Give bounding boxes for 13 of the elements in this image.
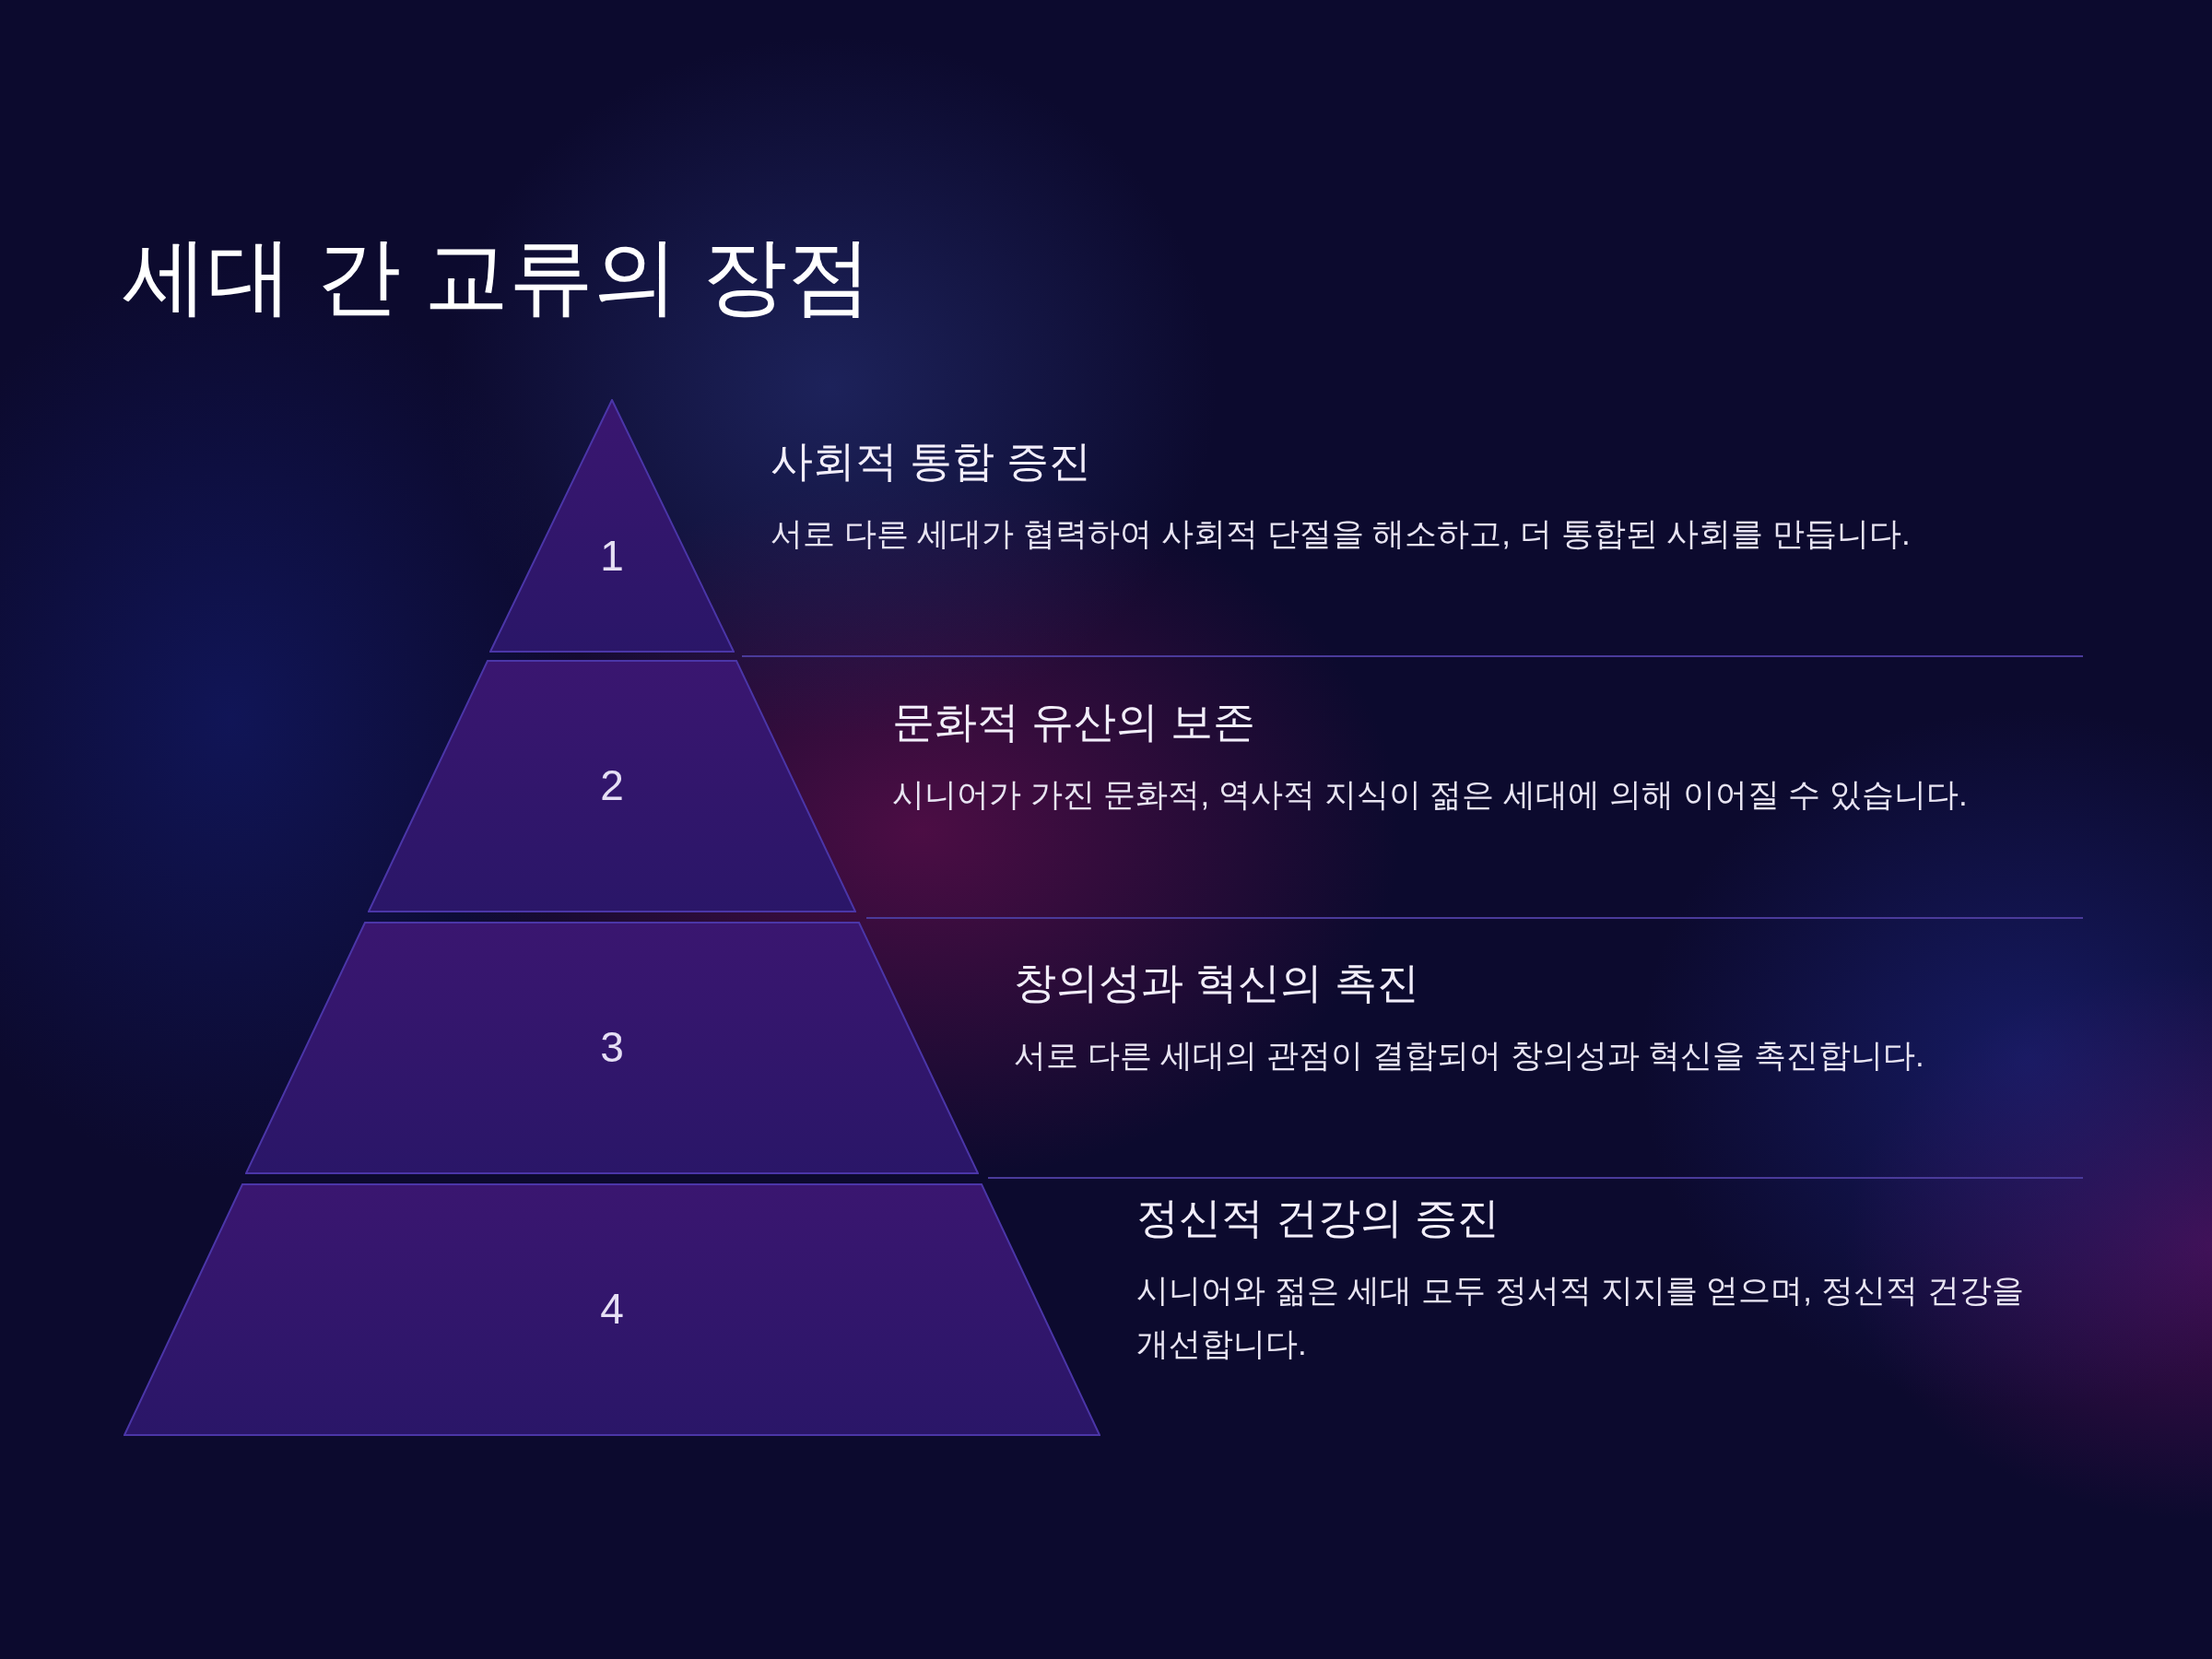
tier-heading: 사회적 통합 증진 xyxy=(771,436,1091,487)
slide-title: 세대 간 교류의 장점 xyxy=(123,228,872,324)
tier-heading: 창의성과 혁신의 촉진 xyxy=(1014,958,1419,1008)
tier-heading: 문화적 유산의 보존 xyxy=(892,697,1255,747)
tier-description: 시니어와 젊은 세대 모두 정서적 지지를 얻으며, 정신적 건강을 개선합니다. xyxy=(1136,1271,2025,1363)
tier-number: 3 xyxy=(599,1022,625,1072)
tier-description: 서로 다른 세대가 협력하여 사회적 단절을 해소하고, 더 통합된 사회를 만듭니다. xyxy=(771,514,1912,553)
tier-number: 2 xyxy=(599,760,625,810)
tier-number: 1 xyxy=(599,530,625,581)
tier-number: 4 xyxy=(599,1284,625,1334)
tier-description: 서로 다른 세대의 관점이 결합되어 창의성과 혁신을 촉진합니다. xyxy=(1014,1036,1925,1075)
tier-description: 시니어가 가진 문화적, 역사적 지식이 젊은 세대에 의해 이어질 수 있습니다. xyxy=(892,775,1969,814)
tier-heading: 정신적 건강의 증진 xyxy=(1136,1193,1500,1243)
